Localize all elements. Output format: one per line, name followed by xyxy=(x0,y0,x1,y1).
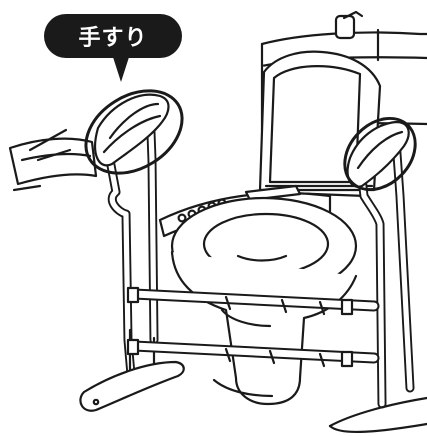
handrail-callout-badge: 手すり xyxy=(44,14,182,58)
handrail-frame-right xyxy=(355,135,415,409)
callout-pointer xyxy=(112,54,130,82)
armrest-left xyxy=(94,93,170,167)
crossbars xyxy=(126,286,380,368)
paper-holder xyxy=(8,128,98,192)
floor-feet xyxy=(79,360,427,433)
handrail-callout-label: 手すり xyxy=(78,26,148,51)
handrail-highlight-rings xyxy=(84,89,417,192)
